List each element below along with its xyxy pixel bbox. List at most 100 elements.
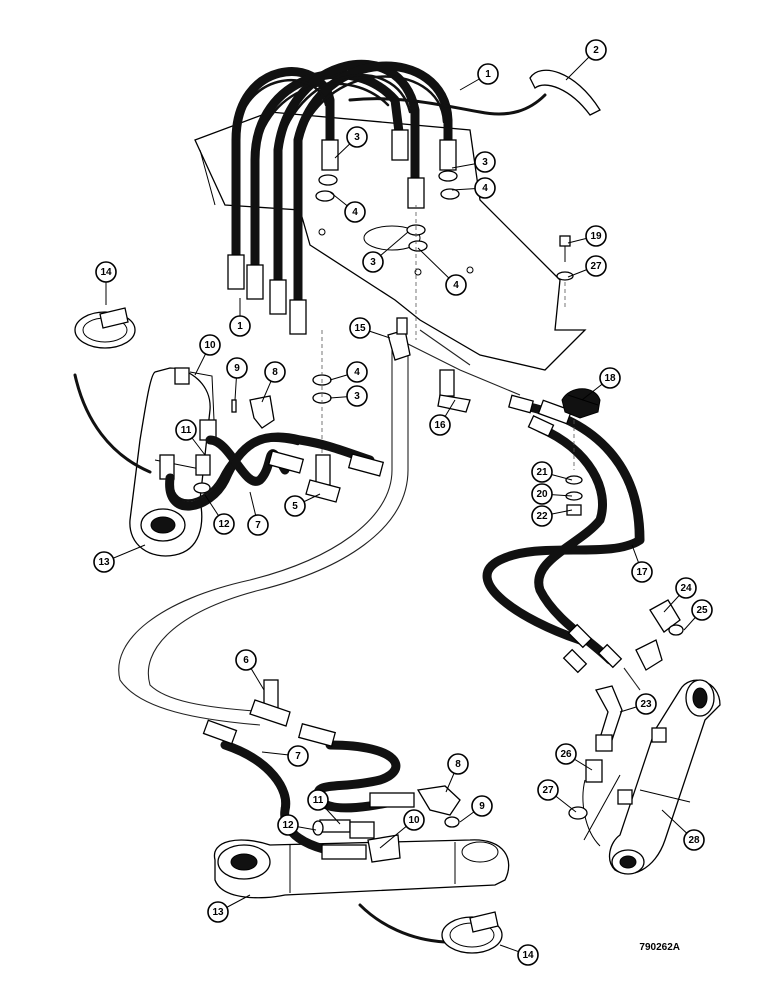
callout-circle xyxy=(213,513,235,535)
callout-1: 1 xyxy=(459,63,499,91)
callout-circle xyxy=(229,315,251,337)
callout-21: 21 xyxy=(531,461,573,483)
nut-washer-stack xyxy=(565,420,583,516)
callout-number: 12 xyxy=(218,519,230,530)
callout-25: 25 xyxy=(683,599,713,631)
callout-number: 14 xyxy=(100,267,112,278)
callout-circle xyxy=(95,261,117,283)
callout-circle xyxy=(585,255,607,277)
callout-number: 27 xyxy=(590,261,602,272)
callout-number: 23 xyxy=(640,699,652,710)
clamp-18 xyxy=(561,388,601,419)
callout-number: 4 xyxy=(482,183,488,194)
left-hose-fittings xyxy=(267,450,385,477)
lower-cylinder xyxy=(213,839,510,944)
callout-6: 6 xyxy=(235,649,265,691)
callout-circle xyxy=(264,361,286,383)
lower-hoses xyxy=(220,740,405,860)
callout-circle xyxy=(477,63,499,85)
callout-2: 2 xyxy=(565,39,607,81)
callout-circle xyxy=(307,789,329,811)
washers xyxy=(312,170,460,404)
callout-circle xyxy=(403,809,425,831)
hose-end-fittings xyxy=(227,129,457,335)
callout-number: 16 xyxy=(434,420,446,431)
callout-circle xyxy=(585,225,607,247)
callout-number: 8 xyxy=(272,367,278,378)
callout-circle xyxy=(585,39,607,61)
callout-28: 28 xyxy=(661,809,705,851)
callout-3: 3 xyxy=(329,385,368,407)
callout-circle xyxy=(471,795,493,817)
callout-number: 14 xyxy=(522,950,534,961)
right-cylinder-fittings xyxy=(568,599,684,820)
hose-clamp-upper xyxy=(73,307,152,474)
callout-4: 4 xyxy=(329,191,366,223)
callout-20: 20 xyxy=(531,483,573,505)
callout-circle xyxy=(235,649,257,671)
callout-9: 9 xyxy=(226,357,248,401)
callout-circle xyxy=(517,944,539,966)
callout-circle xyxy=(635,693,657,715)
callout-11: 11 xyxy=(175,419,206,456)
callout-12: 12 xyxy=(204,494,235,535)
callout-4: 4 xyxy=(451,177,496,199)
callout-number: 8 xyxy=(455,759,461,770)
right-cylinder xyxy=(582,679,721,875)
callout-8: 8 xyxy=(445,753,469,793)
callout-circle xyxy=(447,753,469,775)
callout-circle xyxy=(445,274,467,296)
callout-circle xyxy=(207,901,229,923)
callout-circle xyxy=(531,483,553,505)
callout-1: 1 xyxy=(229,298,251,337)
left-cylinder-fittings xyxy=(159,395,275,494)
mounting-plate xyxy=(194,111,587,371)
callout-number: 6 xyxy=(243,655,249,666)
callout-3: 3 xyxy=(451,151,496,173)
callout-number: 9 xyxy=(234,363,240,374)
callout-number: 10 xyxy=(408,815,420,826)
callout-number: 21 xyxy=(536,467,548,478)
bolt-and-washer xyxy=(556,235,574,310)
callout-number: 5 xyxy=(292,501,298,512)
callout-number: 18 xyxy=(604,373,616,384)
callout-circle xyxy=(599,367,621,389)
callout-circle xyxy=(277,814,299,836)
callout-number: 9 xyxy=(479,801,485,812)
callout-circle xyxy=(683,829,705,851)
elbow-fitting-15 xyxy=(387,317,411,361)
callout-14: 14 xyxy=(95,261,117,305)
callout-circle xyxy=(93,551,115,573)
callout-number: 13 xyxy=(98,557,110,568)
callout-4: 4 xyxy=(329,361,368,383)
steel-tubes xyxy=(118,205,521,726)
callout-circle xyxy=(247,514,269,536)
callout-number: 4 xyxy=(352,207,358,218)
callout-number: 15 xyxy=(354,323,366,334)
callout-number: 20 xyxy=(536,489,548,500)
callout-number: 17 xyxy=(636,567,648,578)
callout-number: 22 xyxy=(536,511,548,522)
callout-circle xyxy=(691,599,713,621)
callout-number: 13 xyxy=(212,907,224,918)
callout-number: 24 xyxy=(680,583,692,594)
callout-circle xyxy=(199,334,221,356)
tee-fitting-5 xyxy=(305,454,341,503)
callout-circle xyxy=(474,151,496,173)
callout-17: 17 xyxy=(631,544,653,583)
callout-number: 12 xyxy=(282,820,294,831)
callout-number: 3 xyxy=(354,391,360,402)
callout-circle xyxy=(346,361,368,383)
upper-hoses xyxy=(231,59,453,310)
callout-7: 7 xyxy=(261,745,309,767)
callout-27: 27 xyxy=(567,255,607,278)
right-hoses xyxy=(482,400,645,665)
callout-circle xyxy=(346,385,368,407)
callout-10: 10 xyxy=(379,809,425,849)
callout-number: 10 xyxy=(204,340,216,351)
callout-circle xyxy=(226,357,248,379)
callout-number: 28 xyxy=(688,835,700,846)
callout-number: 11 xyxy=(181,425,192,436)
callout-circle xyxy=(175,419,197,441)
